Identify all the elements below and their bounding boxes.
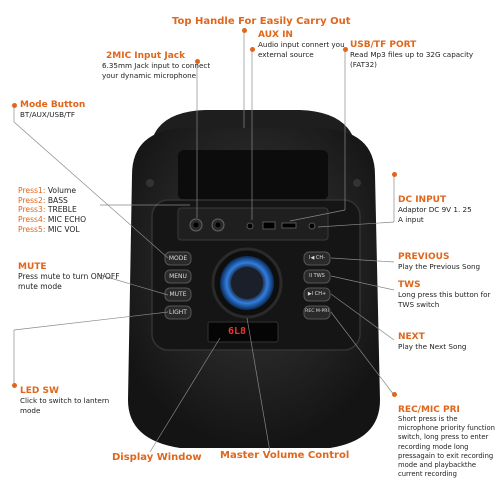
- mode-button-callout: Mode Button BT/AUX/USB/TF: [20, 100, 140, 120]
- mic-input-desc: 6.35mm Jack input to connect your dynami…: [102, 61, 211, 80]
- press-item: Press3: TREBLE: [18, 205, 77, 215]
- device-tws-button: II TWS: [309, 273, 325, 279]
- tws-desc: Long press this button for TWS switch: [398, 290, 491, 309]
- tws-title: TWS: [398, 280, 421, 290]
- marker-dot: [12, 103, 17, 108]
- mute-callout: MUTE Press mute to turn ON/OFF mute mode: [18, 262, 128, 293]
- display-window-title: Display Window: [112, 452, 202, 463]
- marker-dot: [250, 47, 255, 52]
- device-light-button: LIGHT: [169, 309, 187, 316]
- display-readout: 6L8: [228, 326, 247, 337]
- mode-button-desc: BT/AUX/USB/TF: [20, 110, 75, 119]
- marker-dot: [392, 392, 397, 397]
- aux-in-desc: Audio input connert you external source: [258, 40, 345, 59]
- press-item: Press4: MIC ECHO: [18, 215, 87, 225]
- marker-dot: [343, 47, 348, 52]
- usb-tf-callout: USB/TF PORT Read Mp3 files up to 32G cap…: [350, 40, 480, 69]
- aux-in-title: AUX IN: [258, 30, 293, 40]
- device-prev-button: I◀ CH-: [309, 255, 325, 261]
- rec-mic-desc: Short press is the microphone priority f…: [398, 415, 495, 479]
- marker-dot: [392, 172, 397, 177]
- marker-dot: [242, 28, 247, 33]
- device-rec-button: REC M-PRI: [305, 309, 329, 314]
- press-item: Press5: MIC VOL: [18, 224, 80, 234]
- led-sw-desc: Click to switch to lantern mode: [20, 396, 110, 415]
- top-handle-title: Top Handle For Easily Carry Out: [172, 16, 351, 27]
- next-callout: NEXT Play the Next Song: [398, 332, 498, 352]
- mute-desc: Press mute to turn ON/OFF mute mode: [18, 272, 120, 292]
- rec-mic-title: REC/MIC PRI: [398, 405, 460, 415]
- device-next-button: ▶I CH+: [307, 291, 327, 297]
- tws-callout: TWS Long press this button for TWS switc…: [398, 280, 498, 309]
- usb-tf-desc: Read Mp3 files up to 32G capacity (FAT32…: [350, 50, 474, 69]
- press-list: Press1: Volume Press2: BASS Press3: TREB…: [18, 186, 86, 235]
- device-mute-button: MUTE: [169, 291, 187, 298]
- master-volume-title: Master Volume Control: [220, 450, 350, 461]
- device-mode-button: MODE: [168, 255, 188, 262]
- dc-input-desc: Adaptor DC 9V 1. 25 A input: [398, 205, 472, 224]
- press-item: Press2: BASS: [18, 195, 68, 205]
- mic-input-callout: 2MIC Input Jack 6.35mm Jack input to con…: [102, 51, 222, 80]
- led-sw-title: LED SW: [20, 386, 59, 396]
- previous-desc: Play the Previous Song: [398, 262, 481, 271]
- led-sw-callout: LED SW Click to switch to lantern mode: [20, 386, 110, 415]
- press-item: Press1: Volume: [18, 186, 77, 195]
- next-title: NEXT: [398, 332, 425, 342]
- mode-button-title: Mode Button: [20, 100, 86, 110]
- dc-input-callout: DC INPUT Adaptor DC 9V 1. 25 A input: [398, 195, 478, 224]
- marker-dot: [12, 383, 17, 388]
- previous-callout: PREVIOUS Play the Previous Song: [398, 252, 498, 272]
- marker-dot: [195, 59, 200, 64]
- mute-title: MUTE: [18, 262, 47, 272]
- dc-input-title: DC INPUT: [398, 195, 447, 205]
- mic-input-title: 2MIC Input Jack: [106, 51, 186, 61]
- usb-tf-title: USB/TF PORT: [350, 40, 417, 50]
- aux-in-callout: AUX IN Audio input connert you external …: [258, 30, 346, 59]
- device-menu-button: MENU: [169, 273, 187, 280]
- rec-mic-callout: REC/MIC PRI Short press is the microphon…: [398, 405, 498, 479]
- next-desc: Play the Next Song: [398, 342, 467, 351]
- previous-title: PREVIOUS: [398, 252, 450, 262]
